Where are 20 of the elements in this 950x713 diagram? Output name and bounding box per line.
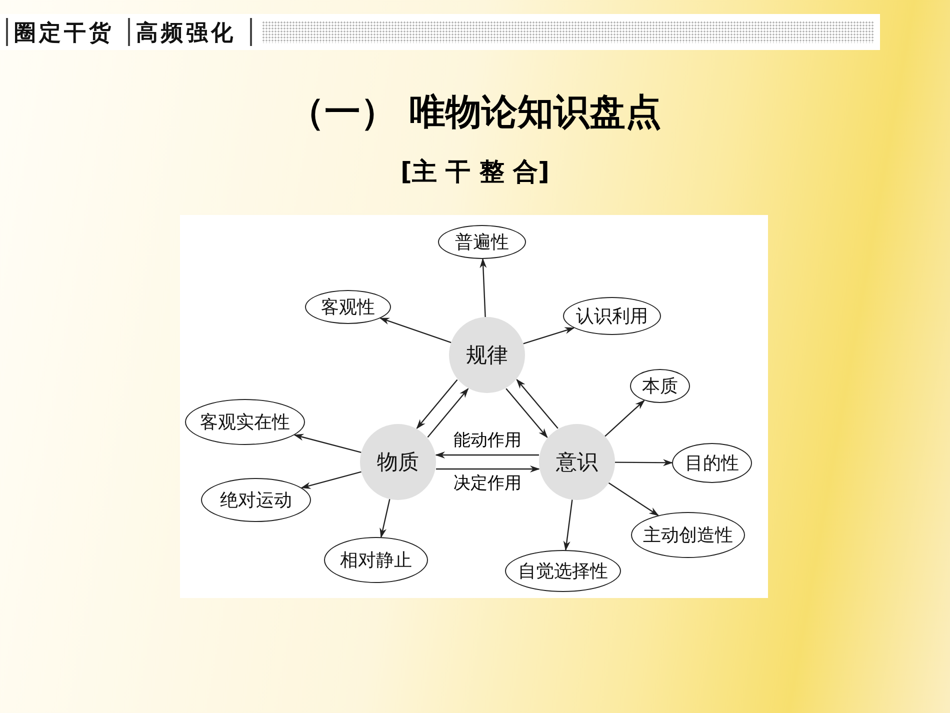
- arrow: [516, 378, 558, 429]
- arrow: [480, 258, 487, 318]
- arrow: [300, 471, 362, 489]
- arrow: [294, 434, 362, 453]
- arrow: [435, 452, 539, 458]
- arrow: [608, 482, 660, 516]
- header-text: 圈定干货: [14, 20, 114, 48]
- arrow: [523, 327, 575, 344]
- arrow: [380, 498, 390, 538]
- arrow: [615, 459, 673, 466]
- arrow: [436, 466, 540, 472]
- title: （一） 唯物论知识盘点: [288, 91, 662, 135]
- arrow: [379, 318, 452, 344]
- header-text: 高频强化: [136, 20, 236, 48]
- arrow: [563, 500, 573, 551]
- subtitle: [主 干 整 合]: [400, 157, 550, 186]
- arrow: [506, 388, 548, 438]
- arrow: [427, 388, 469, 438]
- arrow: [416, 379, 458, 430]
- arrow: [604, 400, 645, 437]
